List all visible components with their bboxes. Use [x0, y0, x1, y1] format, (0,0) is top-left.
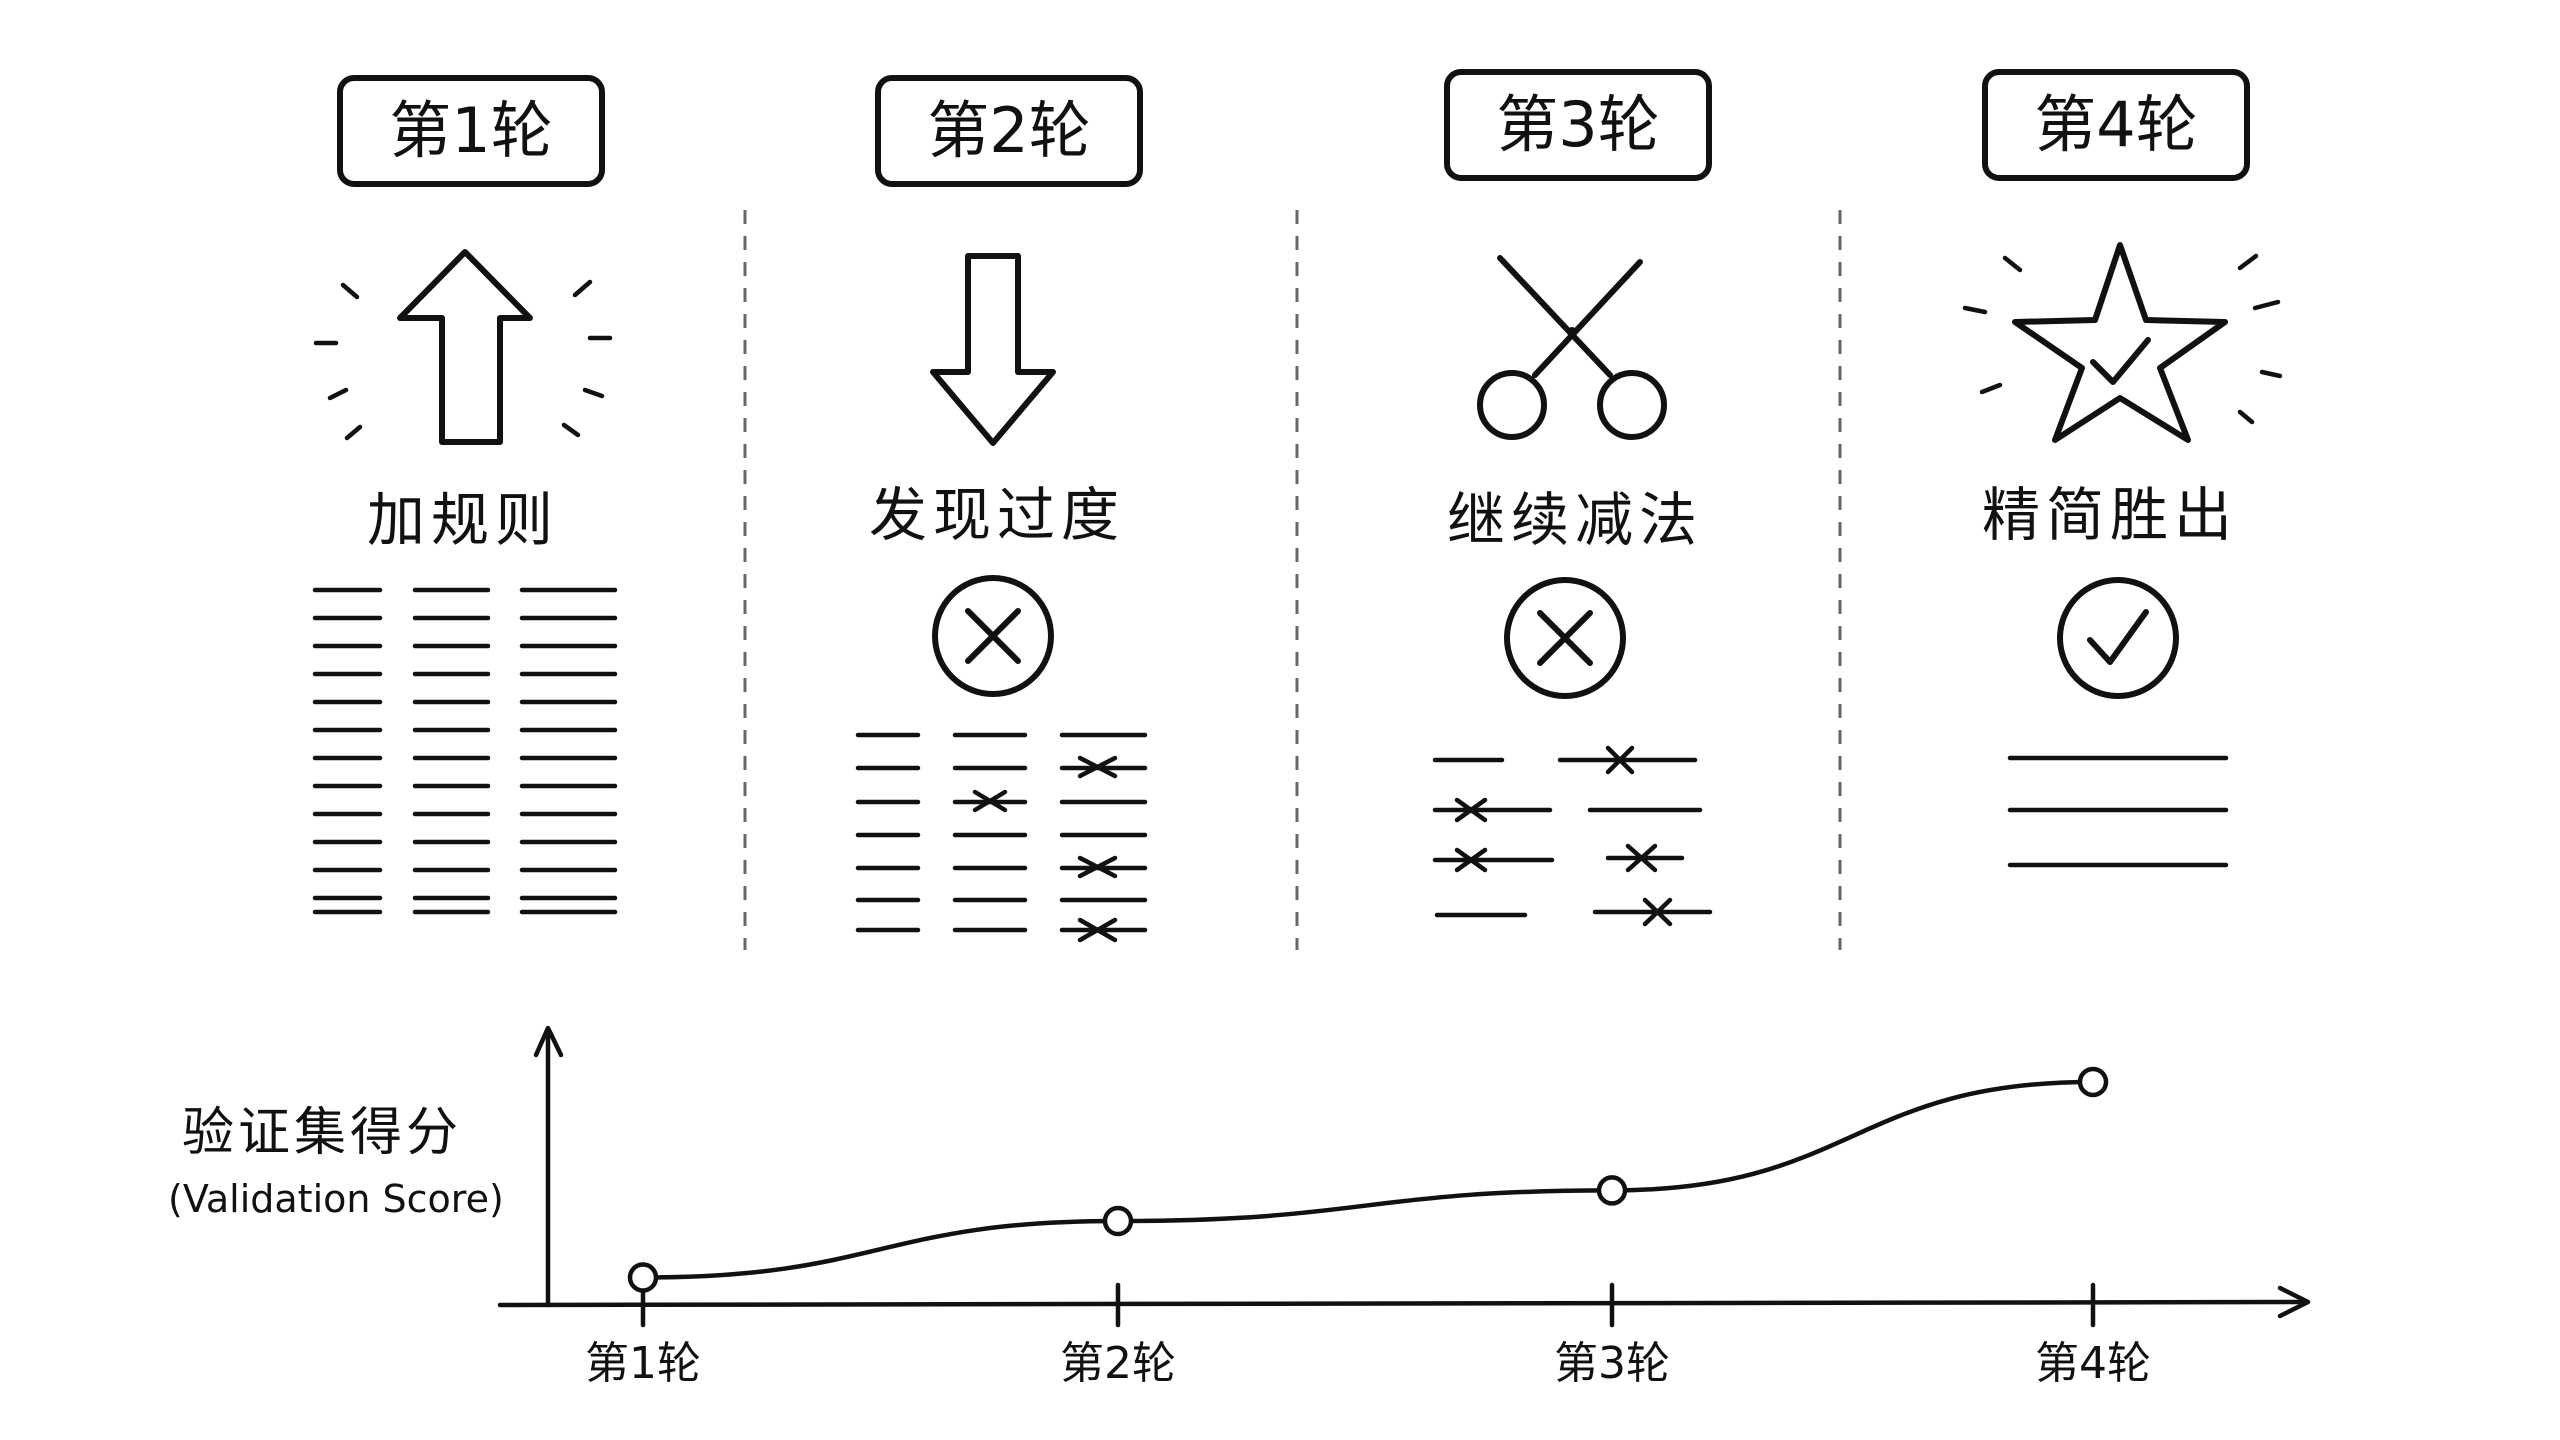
round-column-4: 第4轮 精简胜出: [1962, 69, 2283, 868]
x-axis: [497, 1285, 2311, 1319]
data-point: [2077, 1066, 2109, 1098]
round-caption-4: 精简胜出: [1982, 481, 2238, 549]
arrow-down-icon: [930, 253, 1056, 446]
round-label-box-4: [1982, 69, 2250, 181]
rule-lines-reduced: [1432, 745, 1713, 927]
arrow-up-icon: [313, 249, 613, 445]
validation-score-chart: 验证集得分 (Validation Score) 第1轮 第2轮 第3轮 第4轮: [168, 1025, 2311, 1389]
round-label-4: 第4轮: [2034, 88, 2197, 161]
round-caption-2: 发现过度: [869, 481, 1125, 549]
round-label-box-3: [1444, 69, 1712, 181]
x-tick-label: 第1轮: [585, 1338, 701, 1389]
round-label-1: 第1轮: [389, 94, 552, 167]
round-caption-3: 继续减法: [1447, 486, 1703, 554]
round-label-3: 第3轮: [1496, 88, 1659, 161]
rule-lines-dense: [312, 587, 618, 915]
x-tick-label: 第3轮: [1554, 1338, 1670, 1389]
round-column-2: 第2轮 发现过度: [855, 75, 1148, 943]
round-column-3: 第3轮 继续减法: [1432, 69, 1713, 927]
round-label-2: 第2轮: [927, 94, 1090, 167]
chart-ylabel: 验证集得分: [182, 1103, 462, 1163]
x-circle-icon: [932, 575, 1054, 697]
data-point: [1102, 1205, 1134, 1237]
data-point: [627, 1262, 659, 1293]
x-circle-icon: [1504, 577, 1626, 699]
chart-series-line: [640, 1079, 2096, 1280]
scissors-icon: [1477, 255, 1667, 440]
rule-lines-minimal: [2007, 755, 2229, 868]
round-caption-1: 加规则: [367, 486, 559, 554]
star-check-icon: [1962, 242, 2283, 443]
data-point: [1596, 1175, 1628, 1206]
round-label-box-1: [337, 75, 605, 187]
round-column-1: 第1轮 加规则: [312, 75, 618, 915]
x-tick-label: 第2轮: [1060, 1338, 1176, 1389]
round-label-box-2: [875, 75, 1143, 187]
check-circle-icon: [2057, 577, 2179, 699]
rule-lines-with-strikes: [855, 732, 1148, 943]
y-axis: [533, 1025, 564, 1308]
chart-ylabel-en: (Validation Score): [168, 1177, 504, 1221]
x-tick-label: 第4轮: [2035, 1338, 2151, 1389]
